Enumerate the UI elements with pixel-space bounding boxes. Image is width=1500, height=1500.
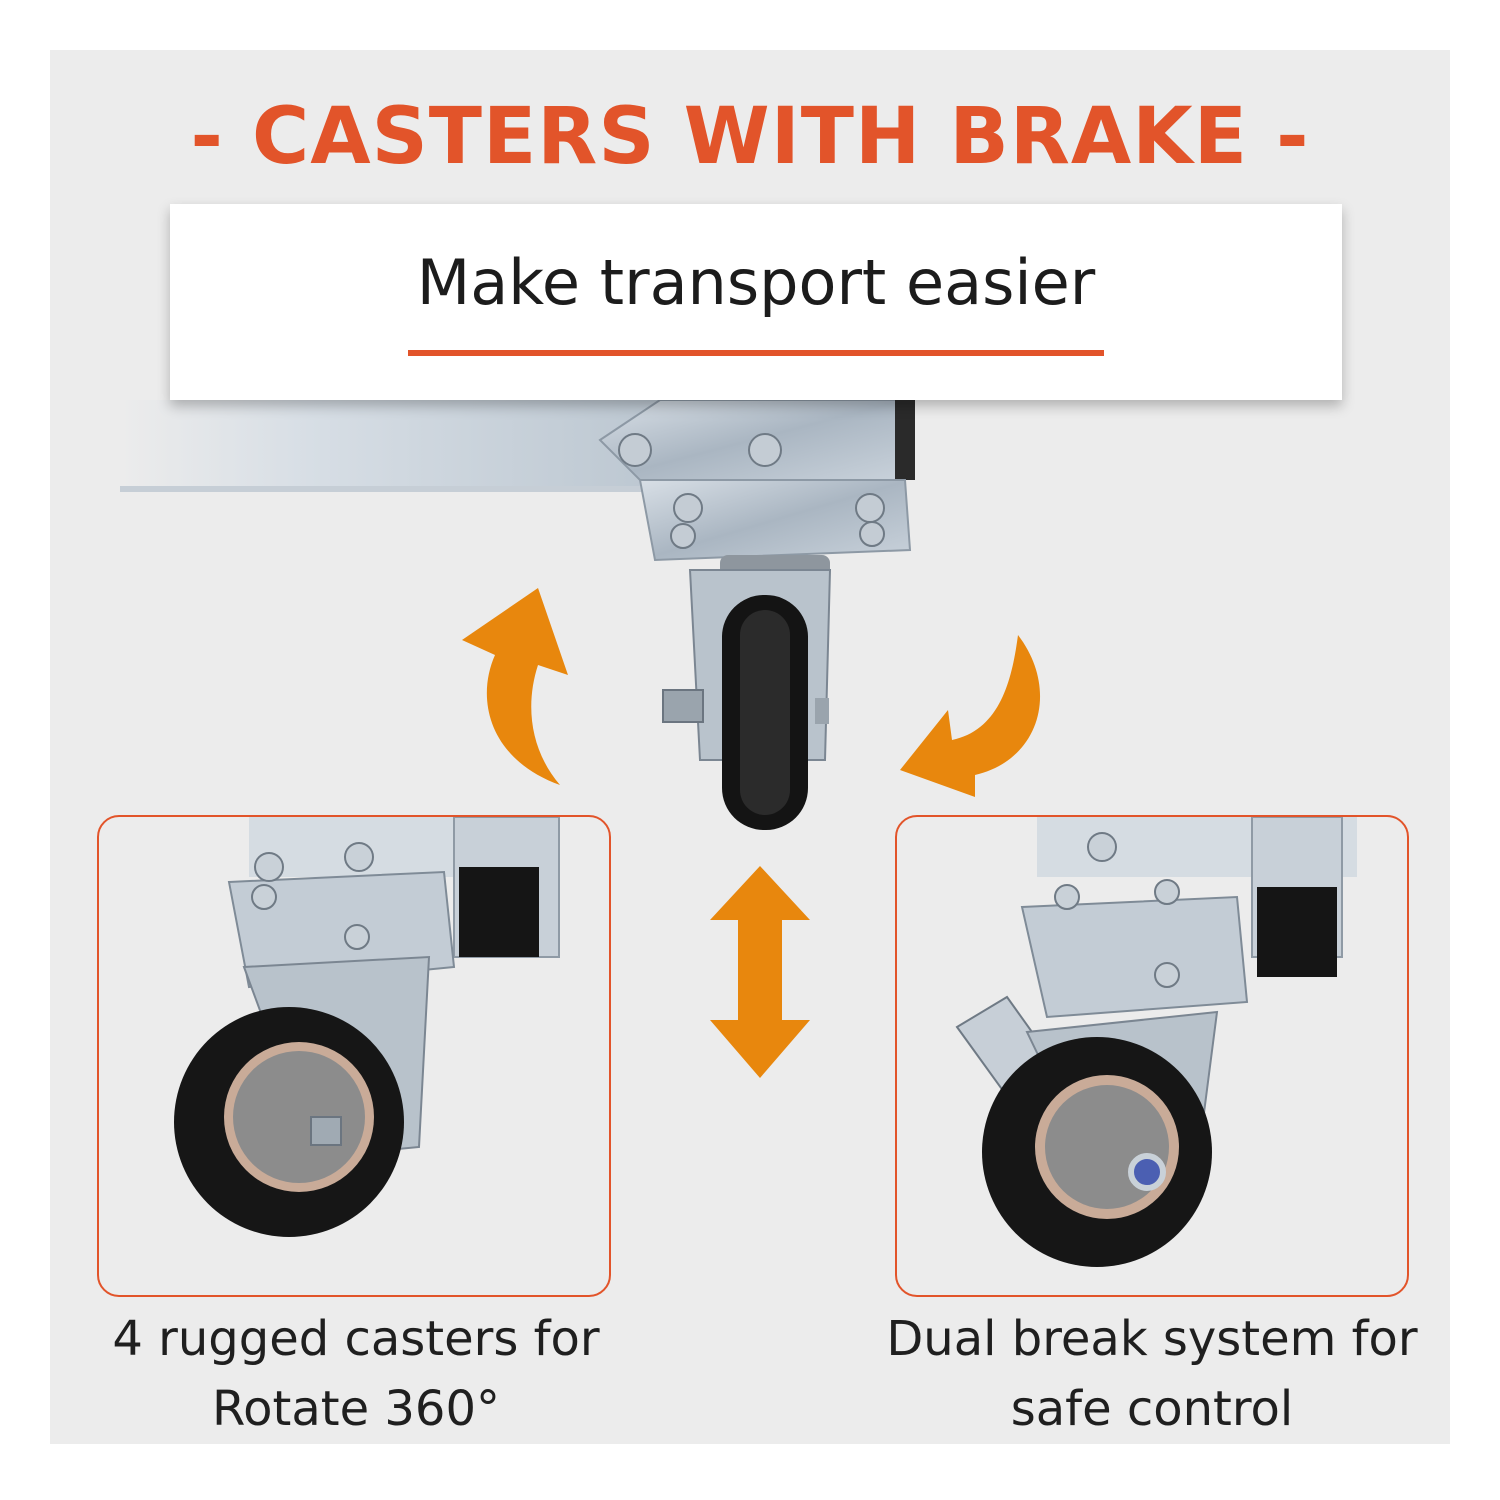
subtitle-underline [408,350,1104,356]
feature-caption-rotate: 4 rugged casters for Rotate 360° [56,1304,656,1444]
subtitle: Make transport easier [416,246,1096,319]
caption-line: Rotate 360° [211,1381,501,1437]
caption-line: safe control [1010,1381,1294,1437]
caption-line: Dual break system for [886,1311,1418,1367]
caption-line: 4 rugged casters for [112,1311,600,1367]
subtitle-banner: Make transport easier [170,204,1342,400]
up-down-arrow-icon [710,866,810,1078]
swivel-arrow-icon [900,635,1041,797]
page-title: - CASTERS WITH BRAKE - [190,92,1310,182]
brake-caster-photo [895,815,1409,1297]
rotate-arrow-icon [462,588,568,785]
feature-caption-brake: Dual break system for safe control [852,1304,1452,1444]
rotating-caster-photo [97,815,611,1297]
